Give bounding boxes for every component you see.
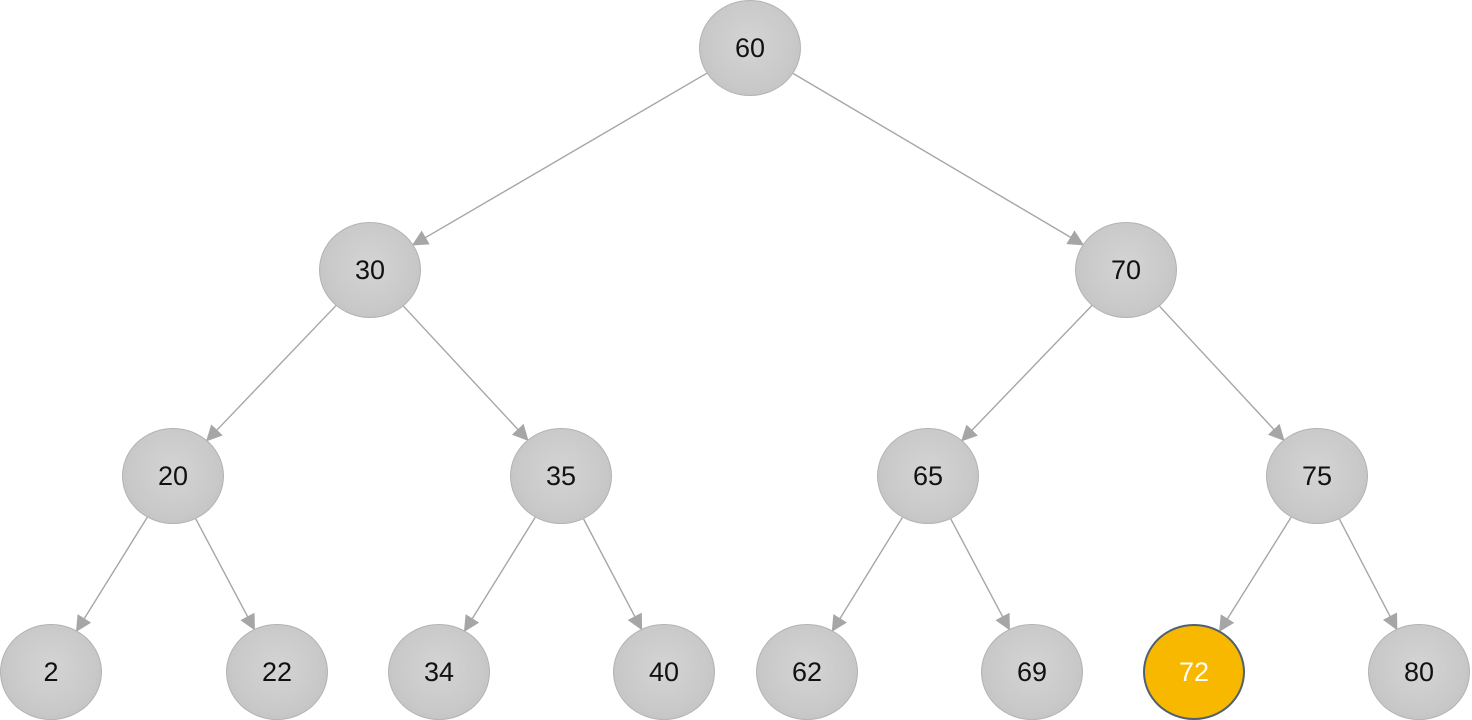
edge-65-to-69 [950, 518, 1010, 631]
edge-75-to-72 [1219, 516, 1292, 633]
edge-70-to-65 [961, 305, 1093, 442]
node-label-22: 22 [261, 656, 293, 687]
tree-node-20: 20 [122, 428, 224, 524]
edge-30-to-20 [205, 305, 337, 442]
edge-35-to-40 [582, 518, 643, 631]
node-label-62: 62 [791, 656, 823, 687]
tree-node-40: 40 [613, 624, 715, 720]
edge-60-to-30 [411, 72, 708, 246]
node-label-72: 72 [1178, 656, 1210, 687]
node-label-20: 20 [157, 460, 189, 491]
node-label-35: 35 [545, 460, 577, 491]
tree-node-69: 69 [981, 624, 1083, 720]
edge-20-to-22 [195, 518, 255, 631]
node-label-70: 70 [1110, 254, 1142, 285]
node-label-40: 40 [648, 656, 680, 687]
edge-60-to-70 [792, 72, 1085, 246]
tree-node-60: 60 [699, 0, 801, 96]
edge-75-to-80 [1338, 518, 1398, 631]
tree-node-34: 34 [388, 624, 490, 720]
node-label-34: 34 [423, 656, 455, 687]
edge-65-to-62 [831, 517, 903, 632]
node-label-65: 65 [912, 460, 944, 491]
tree-node-2: 2 [0, 624, 102, 720]
tree-node-72-highlighted: 72 [1143, 624, 1245, 720]
node-label-75: 75 [1301, 460, 1333, 491]
node-label-60: 60 [734, 32, 766, 63]
tree-node-35: 35 [510, 428, 612, 524]
tree-node-62: 62 [756, 624, 858, 720]
node-label-2: 2 [43, 656, 59, 687]
edge-35-to-34 [463, 517, 536, 632]
tree-node-75: 75 [1266, 428, 1368, 524]
edge-20-to-2 [75, 517, 148, 632]
tree-node-30: 30 [319, 222, 421, 318]
edge-70-to-75 [1158, 305, 1285, 441]
tree-node-65: 65 [877, 428, 979, 524]
tree-node-22: 22 [226, 624, 328, 720]
node-label-30: 30 [354, 254, 386, 285]
tree-node-70: 70 [1075, 222, 1177, 318]
node-label-80: 80 [1403, 656, 1435, 687]
node-label-69: 69 [1016, 656, 1048, 687]
tree-node-80: 80 [1368, 624, 1470, 720]
edge-30-to-35 [402, 305, 529, 441]
